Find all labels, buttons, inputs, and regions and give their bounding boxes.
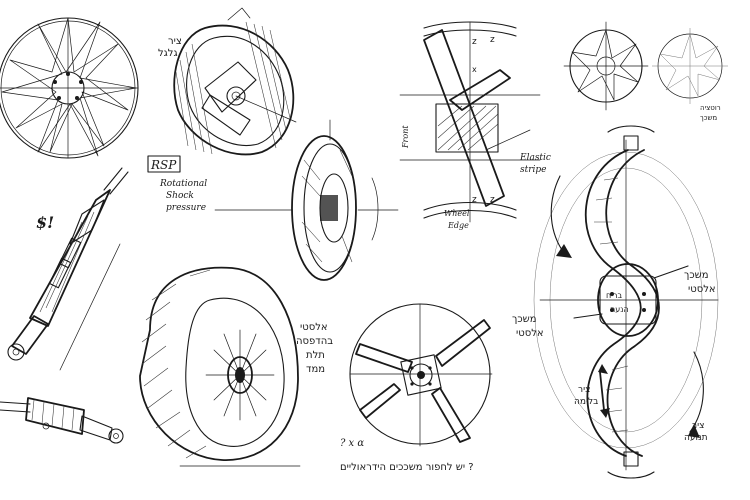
svg-text:ציר: ציר bbox=[168, 36, 182, 47]
side-view-wheel bbox=[291, 119, 399, 281]
s-spring-wheel: בריח הנעה bbox=[533, 125, 719, 479]
svg-text:בלימה: בלימה bbox=[574, 397, 598, 407]
svg-text:stripe: stripe bbox=[520, 165, 547, 175]
svg-text:pressure: pressure bbox=[166, 203, 206, 213]
star-spoke-wheel-topleft bbox=[0, 17, 139, 159]
spring-label-2: משכך אלסטי bbox=[512, 314, 544, 339]
svg-text:ציר: ציר bbox=[692, 421, 704, 431]
svg-text:בריח: בריח bbox=[606, 291, 623, 300]
svg-text:תלת: תלת bbox=[306, 350, 325, 361]
svg-text:תנועה: תנועה bbox=[684, 433, 708, 443]
top-right-note: רוטציה משכך bbox=[700, 104, 721, 122]
hub-axis-label: ציר גלגל bbox=[158, 36, 182, 59]
svg-text:Edge: Edge bbox=[447, 221, 469, 230]
svg-text:Shock: Shock bbox=[166, 191, 194, 201]
svg-text:אלסטי: אלסטי bbox=[300, 322, 328, 333]
motion-label: ציר תנועה bbox=[684, 421, 708, 443]
svg-text:z: z bbox=[490, 35, 495, 45]
star-wheel-small-2 bbox=[652, 28, 728, 104]
svg-text:בהדפסה: בהדפסה bbox=[296, 336, 333, 347]
rsp-tag: RSP Rotational Shock pressure bbox=[147, 155, 293, 213]
svg-text:משכך: משכך bbox=[700, 114, 717, 122]
tire-note: אלסטי בהדפסה תלת ממד bbox=[296, 322, 333, 375]
svg-text:x: x bbox=[472, 65, 477, 74]
spring-label-1: משכך אלסטי bbox=[684, 270, 716, 295]
svg-text:z: z bbox=[472, 195, 477, 205]
svg-text:Rotational: Rotational bbox=[159, 179, 207, 189]
drum-hub-sketch bbox=[173, 7, 297, 156]
svg-text:ממד: ממד bbox=[306, 364, 325, 375]
svg-text:הנעה: הנעה bbox=[610, 305, 629, 314]
front-section-elastic-stripe: z z x z z Front Elastic stripe Wheel Edg… bbox=[399, 21, 551, 230]
svg-text:Elastic: Elastic bbox=[519, 153, 551, 163]
svg-text:גלגל: גלגל bbox=[158, 48, 178, 59]
shock-absorber-left: $! bbox=[7, 167, 129, 371]
svg-text:משכך: משכך bbox=[684, 270, 709, 281]
svg-text:ציר: ציר bbox=[578, 385, 590, 395]
svg-text:רוטציה: רוטציה bbox=[700, 104, 721, 112]
svg-text:? x α: ? x α bbox=[340, 438, 364, 449]
svg-text:Wheel: Wheel bbox=[444, 209, 470, 218]
svg-text:z: z bbox=[472, 37, 477, 47]
svg-text:RSP: RSP bbox=[150, 158, 177, 172]
svg-text:אלסטי: אלסטי bbox=[688, 284, 716, 295]
svg-text:משכך: משכך bbox=[512, 314, 537, 325]
hub-spokes-circle bbox=[349, 303, 493, 447]
hub-question: ? x α bbox=[340, 438, 364, 449]
svg-text:z: z bbox=[490, 195, 495, 205]
star-wheel-small-1 bbox=[563, 21, 649, 111]
svg-text:אלסטי: אלסטי bbox=[516, 328, 544, 339]
svg-text:$!: $! bbox=[36, 213, 54, 232]
bottom-note: יש לחפור משככים הידראוליים ? bbox=[340, 462, 474, 473]
piston-bottom-left bbox=[0, 397, 124, 444]
axis-label: ציר בלימה bbox=[574, 385, 598, 407]
svg-text:יש לחפור משככים הידראוליים ?: יש לחפור משככים הידראוליים ? bbox=[340, 462, 474, 473]
tire-with-hub bbox=[139, 266, 301, 467]
svg-text:Front: Front bbox=[401, 125, 410, 149]
